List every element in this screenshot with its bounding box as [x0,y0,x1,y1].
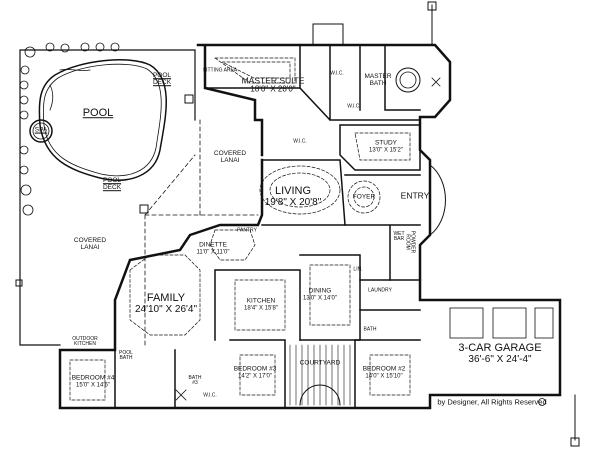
exterior-wall [58,43,562,410]
room-wic: W.I.C. [203,392,217,399]
room-pool: POOL [82,107,114,120]
courtyard-pattern [289,344,351,406]
master-ceiling [213,57,296,84]
pool-outline [38,59,167,181]
bedroom-walls [59,339,421,409]
room-wic: W.I.C. [347,103,361,110]
lanai-dash [144,119,259,346]
copyright-notice: by Designer, All Rights Reserved [437,397,547,407]
spa [29,119,53,143]
room-spa: SPA [34,126,48,134]
family-ceiling [129,254,201,336]
copyright-circle [538,398,546,406]
kitchen-wall [214,269,301,341]
room-foyer: FOYER [352,193,376,201]
room-wic: W.I.C. [293,138,307,145]
room-wic: W.I.C. [330,70,344,77]
room-bath-3: BATH#3 [188,374,202,386]
room-laundry: LAUNDRY [368,287,392,294]
room-entry: ENTRY [400,190,430,201]
landscaping [19,42,120,216]
room-linen: LIN. [353,266,363,273]
room-bath: BATH [363,326,377,333]
room-pantry: PANTRY [237,227,257,234]
room-courtyard: COURTYARD [299,359,341,367]
living-wall [261,159,346,226]
entry-arc [429,164,446,236]
room-sitting-area: SITTING AREA [202,67,238,74]
